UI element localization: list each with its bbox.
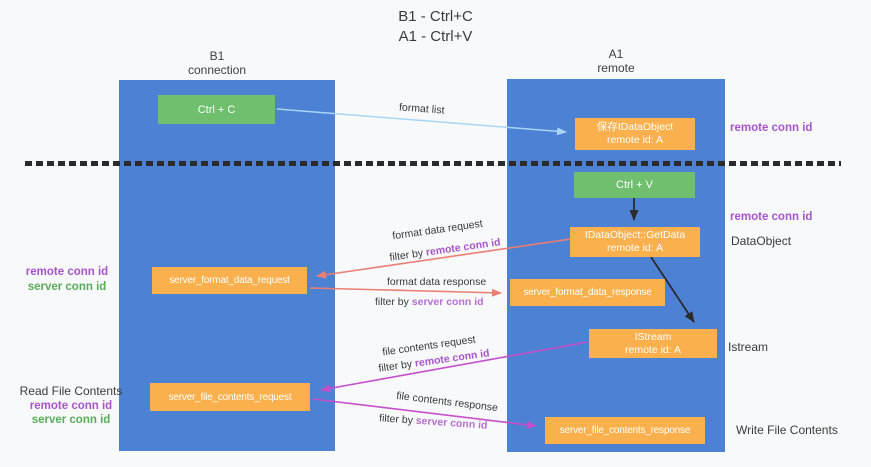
node-getdata-line2: remote id: A: [606, 242, 664, 254]
filter-by-text: filter by: [388, 246, 427, 264]
annotation-write-file-contents: Write File Contents: [736, 423, 838, 437]
annotation-remote-conn-id-top: remote conn id: [730, 122, 813, 134]
node-istream-line2: remote id: A: [624, 343, 682, 356]
node-save-idataobject-line2: remote id: A: [606, 134, 664, 146]
column-b1-role: connection: [187, 63, 247, 77]
annotation-remote-conn-id: remote conn id: [25, 266, 109, 278]
remote-conn-id-text: remote conn id: [425, 236, 502, 259]
diagram-title: B1 - Ctrl+C A1 - Ctrl+V: [0, 7, 871, 47]
column-header-b1: B1 connection: [109, 49, 325, 77]
node-server-file-contents-response: server_file_contents_response: [545, 417, 705, 444]
node-istream-line1: IStream: [634, 330, 672, 343]
node-file-response-label: server_file_contents_response: [559, 425, 691, 436]
filter-by-text: filter by: [378, 412, 417, 427]
node-server-format-data-request: server_format_data_request: [152, 267, 307, 294]
title-line-1: B1 - Ctrl+C: [398, 8, 473, 25]
label-format-list: format list: [398, 101, 445, 117]
node-save-idataobject-line1: 保存IDataObject: [596, 121, 674, 133]
annotation-istream: Istream: [728, 340, 769, 354]
node-getdata-line1: IDataObject::GetData: [584, 229, 686, 241]
node-ctrl-c: Ctrl + C: [158, 95, 275, 124]
node-format-request-label: server_format_data_request: [169, 275, 290, 286]
label-file-contents-response: file contents response: [395, 389, 499, 415]
node-save-idataobject: 保存IDataObject remote id: A: [575, 118, 695, 150]
node-ctrl-v-label: Ctrl + V: [616, 179, 653, 191]
server-conn-id-text: server conn id: [415, 414, 488, 432]
node-ctrl-c-label: Ctrl + C: [197, 103, 236, 116]
annotation-read-file-contents-block: Read File Contents remote conn id server…: [12, 384, 130, 428]
title-line-2: A1 - Ctrl+V: [398, 28, 473, 45]
label-filter-by-server-conn-id-1: filter by server conn id: [375, 296, 484, 308]
label-filter-by-server-conn-id-2: filter by server conn id: [379, 412, 488, 432]
label-format-data-response: format data response: [387, 276, 487, 288]
node-file-request-label: server_file_contents_request: [168, 391, 292, 403]
label-format-data-request: format data request: [391, 217, 484, 243]
node-server-format-data-response: server_format_data_response: [510, 279, 665, 306]
column-a1-name: A1: [608, 47, 624, 61]
annotation-read-file-contents: Read File Contents: [19, 384, 123, 398]
annotation-format-conn-ids: remote conn id server conn id: [12, 265, 122, 294]
node-ctrl-v: Ctrl + V: [574, 172, 695, 198]
server-conn-id-text: server conn id: [411, 296, 484, 308]
node-server-file-contents-request: server_file_contents_request: [150, 383, 310, 411]
annotation-remote-conn-id-mid: remote conn id: [730, 211, 813, 223]
annotation-server-conn-id: server conn id: [31, 414, 111, 426]
node-idataobject-getdata: IDataObject::GetData remote id: A: [570, 227, 700, 257]
annotation-server-conn-id: server conn id: [27, 280, 107, 293]
node-format-response-label: server_format_data_response: [523, 287, 652, 298]
annotation-remote-conn-id: remote conn id: [29, 399, 113, 412]
column-b1-name: B1: [209, 49, 225, 63]
arrow-format-data-response: [309, 287, 502, 297]
filter-by-text: filter by: [377, 357, 416, 375]
node-istream: IStream remote id: A: [589, 329, 717, 358]
session-divider-dashed-line: [25, 161, 841, 166]
column-header-a1: A1 remote: [507, 47, 725, 75]
annotation-dataobject: DataObject: [731, 234, 792, 248]
column-a1-role: remote: [597, 61, 635, 75]
filter-by-text: filter by: [375, 296, 412, 308]
